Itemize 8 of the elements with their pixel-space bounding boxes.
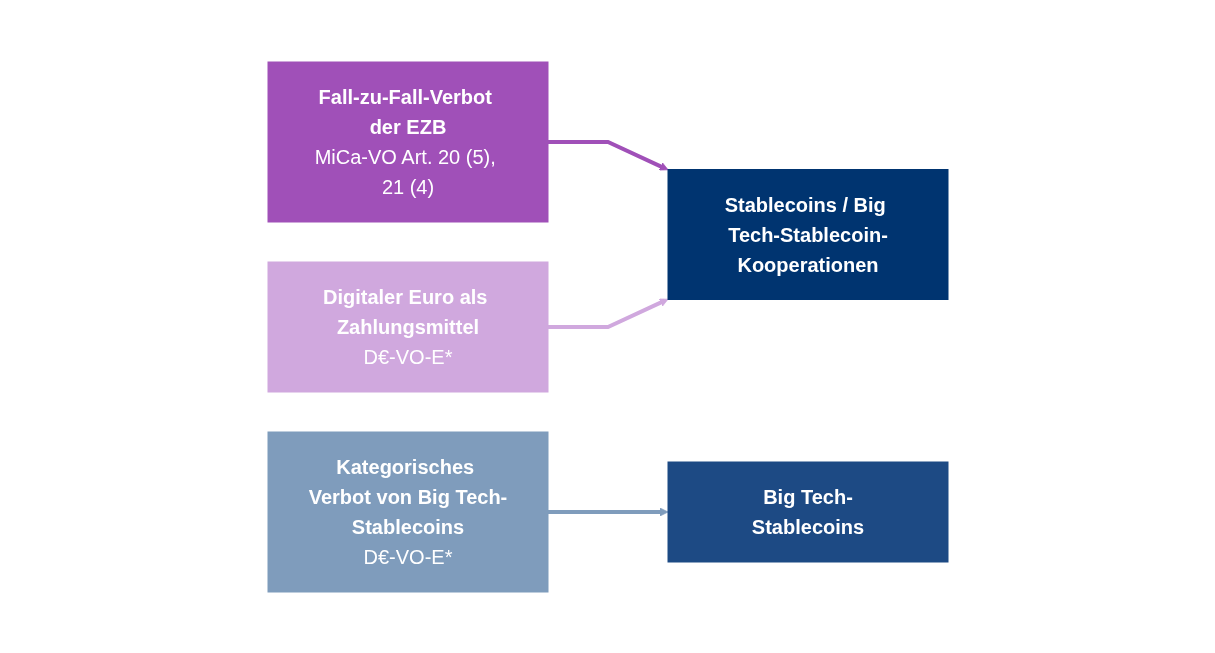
arrow [547,139,668,170]
node-box: Digitaler Euro als Zahlungsmittel D€-VO-E* [267,261,548,392]
arrow [547,507,668,516]
node-box: Fall-zu-Fall-Verbot der EZB MiCa-VO Art. 20 (5), 21 (4) [267,61,548,222]
node-box: Kategorisches Verbot von Big Tech-Stablecoins D€-VO-E* [267,431,548,592]
node-box: Big Tech-Stablecoins [667,461,948,562]
arrow [547,298,668,329]
node-box: Stablecoins / Big Tech-Stablecoin-Kooperationen [667,168,948,300]
